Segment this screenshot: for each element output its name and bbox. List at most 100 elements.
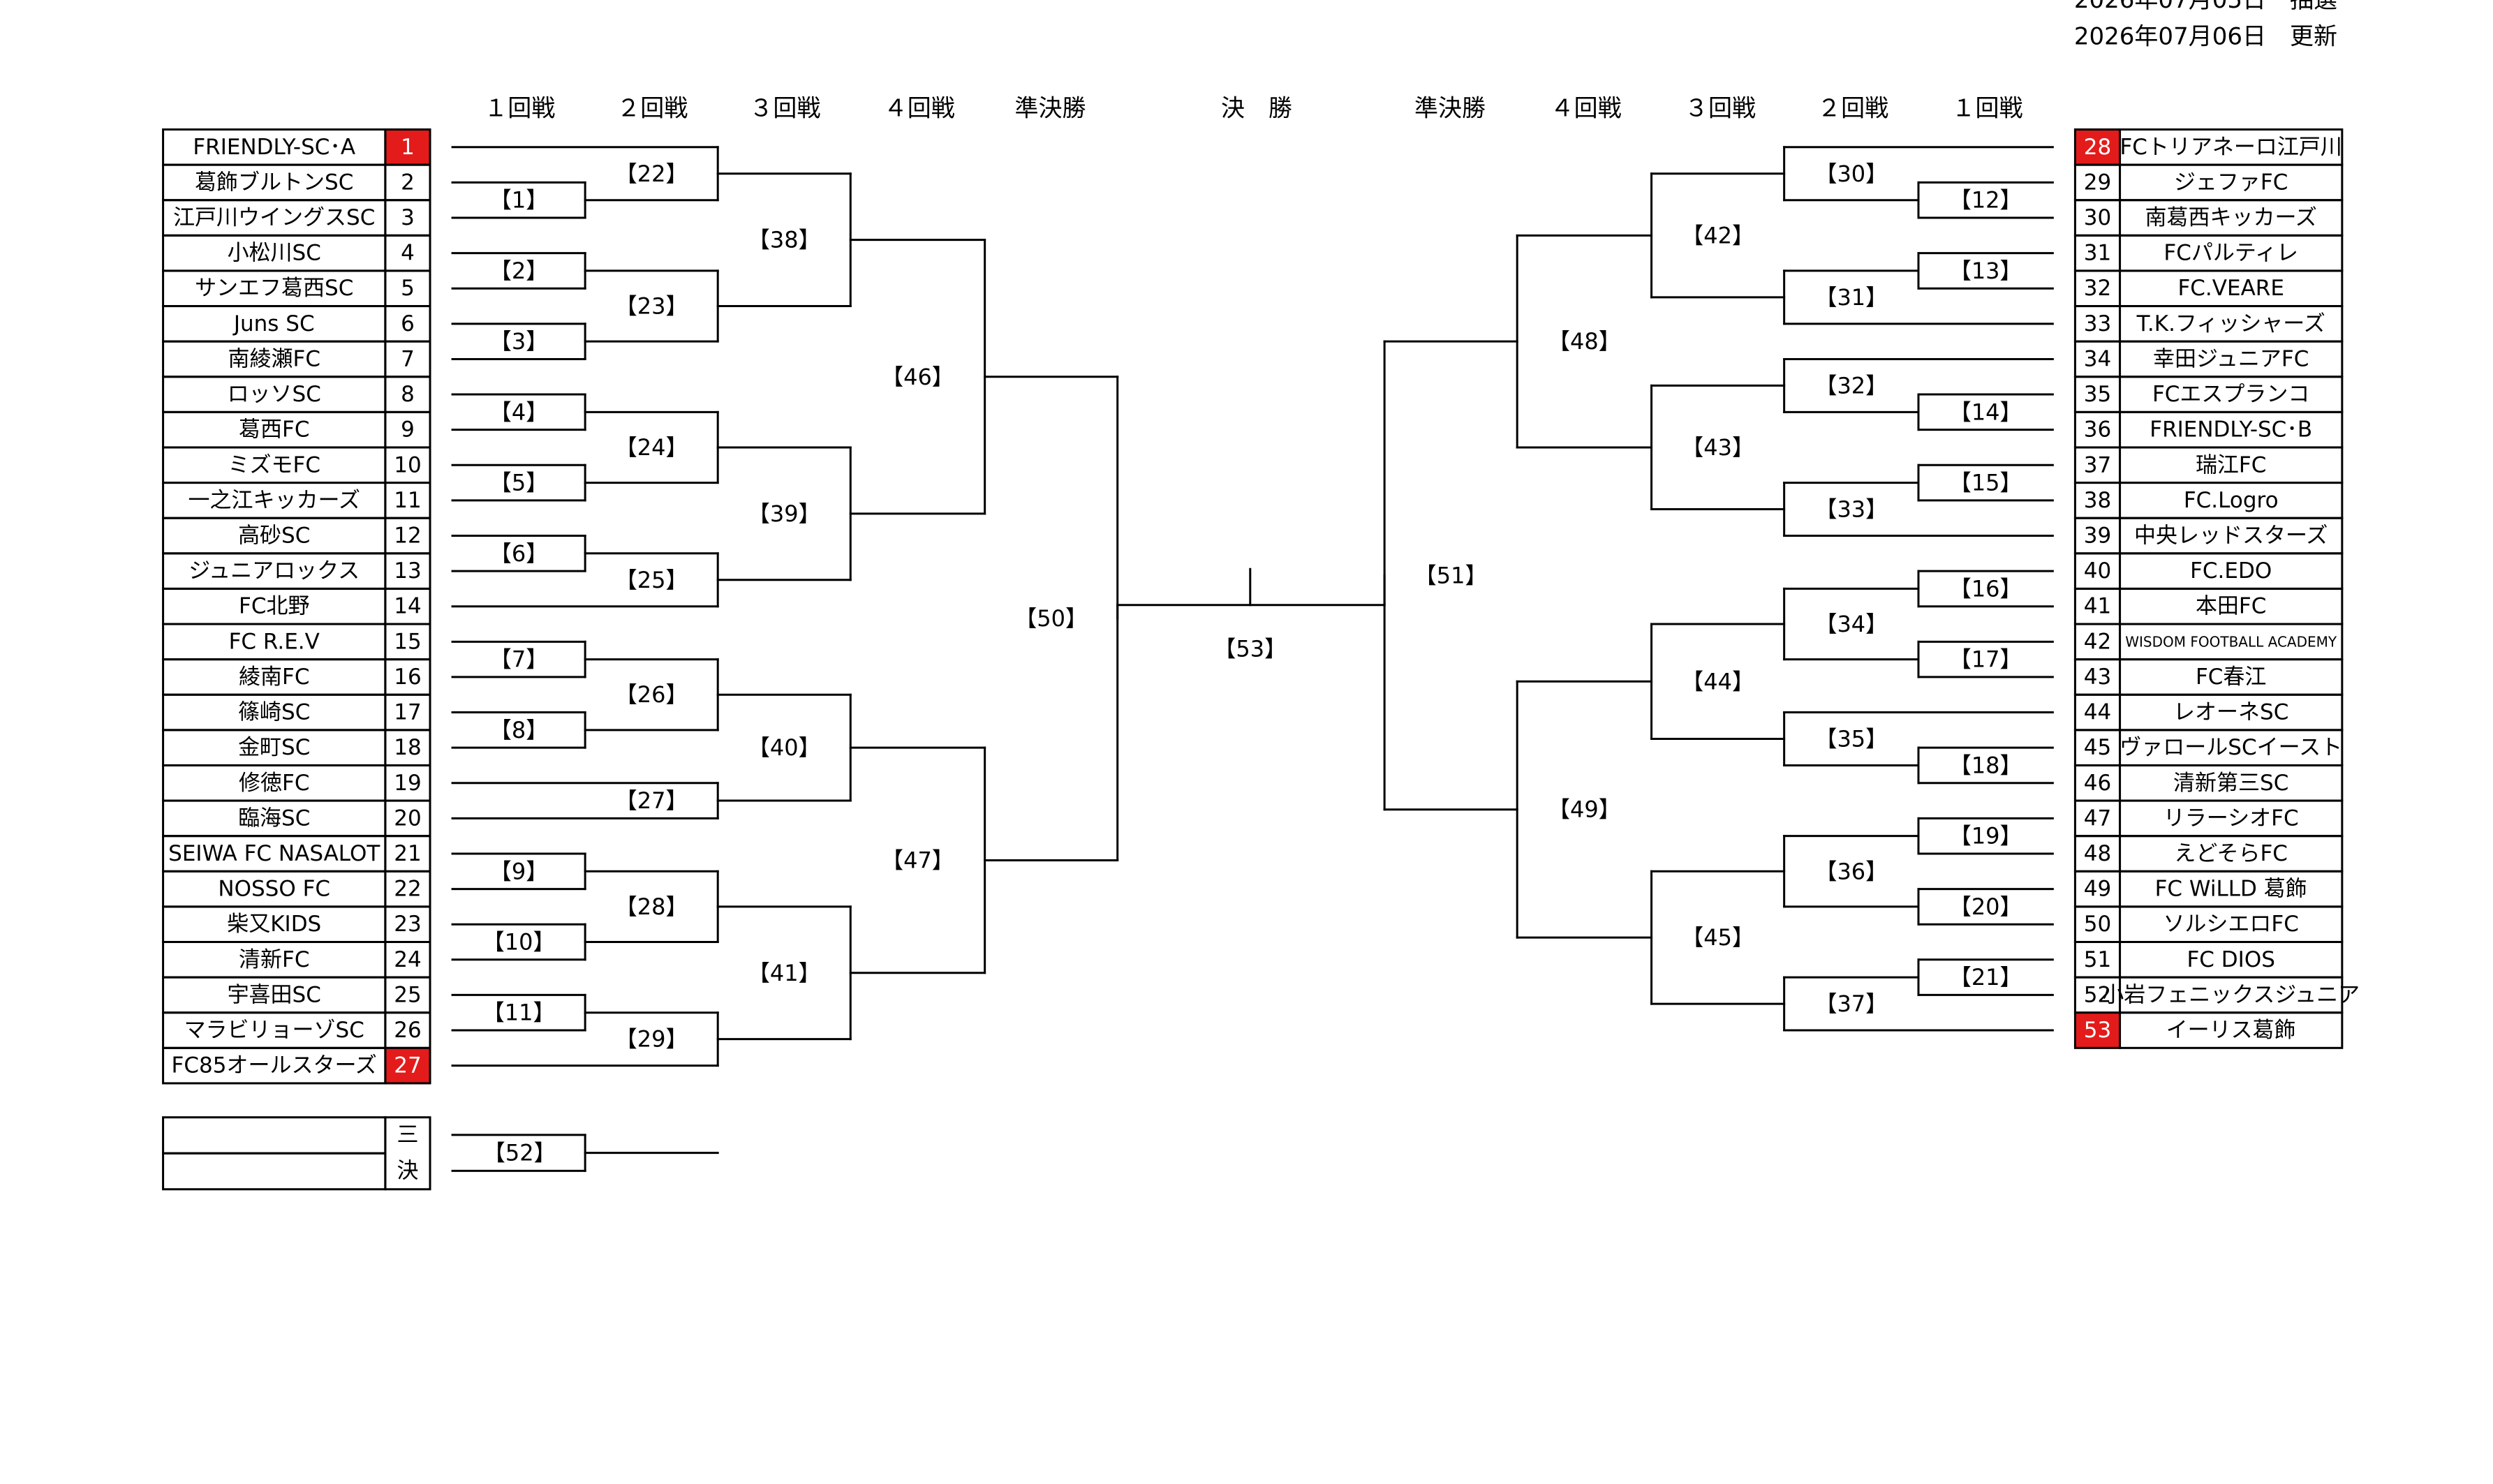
match-label-match_labels-left_r2-7: 【29】 (615, 1026, 688, 1053)
team-number-left-7: 7 (401, 346, 415, 371)
team-name-left-24: 清新FC (239, 947, 309, 972)
match-label-match_labels-right_r3-1: 【43】 (1681, 434, 1754, 461)
seed-highlight-right-1 (2075, 129, 2120, 165)
team-name-right-2: ジェファFC (2174, 170, 2288, 195)
team-number-left-14: 14 (394, 594, 421, 619)
match-label-match_labels-left_r2-6: 【28】 (615, 893, 688, 920)
round-header-right-5: １回戦 (1951, 95, 2022, 123)
team-name-left-12: 高砂SC (238, 523, 310, 548)
seed-highlight-left-27 (385, 1048, 431, 1083)
match-label-match_labels-left_r2-1: 【23】 (615, 293, 688, 320)
team-name-left-4: 小松川SC (228, 241, 321, 266)
team-name-right-6: T.K.フィッシャーズ (2136, 311, 2325, 336)
third-place-label-top: 三 (397, 1122, 418, 1148)
team-name-left-5: サンエフ葛西SC (195, 276, 353, 301)
team-name-left-16: 綾南FC (239, 665, 309, 690)
round-header-left-3: ３回戦 (749, 95, 820, 123)
match-label-match_labels-right_r1-8: 【20】 (1949, 893, 2022, 920)
third-place-cell-2 (162, 1152, 387, 1191)
match-label-match_labels-left_r1-8: 【9】 (489, 858, 548, 884)
round-header-right-3: ３回戦 (1685, 95, 1756, 123)
round-header-right-4: ２回戦 (1817, 95, 1888, 123)
team-name-right-24: FC DIOS (2187, 947, 2274, 972)
team-number-left-5: 5 (401, 276, 415, 301)
team-name-right-13: FC.EDO (2190, 558, 2272, 584)
team-number-left-1: 1 (401, 135, 415, 160)
team-number-right-17: 44 (2084, 700, 2111, 725)
match-label-match_labels-left_r2-2: 【24】 (615, 434, 688, 461)
team-name-right-12: 中央レッドスターズ (2134, 523, 2328, 548)
round-header-left-4: ４回戦 (884, 95, 955, 123)
match-label-match_labels-left_r3-0: 【38】 (748, 227, 821, 253)
team-number-right-8: 35 (2084, 382, 2111, 407)
team-number-right-3: 30 (2084, 205, 2111, 230)
team-number-right-23: 50 (2084, 912, 2111, 937)
round-header-left-5: 準決勝 (1015, 95, 1086, 123)
match-label-match_labels-right_r1-4: 【16】 (1949, 575, 2022, 602)
team-number-right-11: 38 (2084, 488, 2111, 513)
team-name-right-1: FCトリアネーロ江戸川 (2120, 135, 2342, 160)
match-label-match_labels-right_r1-3: 【15】 (1949, 470, 2022, 496)
draw-date-text: 2026年07月05日 抽選 (2074, 0, 2337, 14)
team-name-left-2: 葛飾ブルトンSC (195, 170, 353, 195)
team-name-right-20: リラーシオFC (2163, 806, 2299, 831)
team-name-left-22: NOSSO FC (218, 877, 330, 902)
team-number-left-25: 25 (394, 982, 421, 1007)
team-name-left-3: 江戸川ウイングスSC (173, 205, 375, 230)
team-name-left-7: 南綾瀬FC (228, 346, 320, 371)
team-number-right-26: 53 (2084, 1018, 2111, 1043)
team-name-right-3: 南葛西キッカーズ (2145, 205, 2316, 230)
match-label-match_labels-left_r2-4: 【26】 (615, 681, 688, 708)
team-number-left-11: 11 (394, 488, 421, 513)
team-number-left-13: 13 (394, 558, 421, 584)
team-name-right-7: 幸田ジュニアFC (2153, 346, 2309, 371)
team-name-left-10: ミズモFC (228, 452, 320, 477)
team-name-left-17: 篠崎SC (238, 700, 310, 725)
team-no-cell-left-27 (384, 1046, 431, 1085)
match-label-match_labels-left_r1-9: 【10】 (482, 928, 556, 955)
team-name-left-18: 金町SC (238, 735, 310, 760)
team-number-left-3: 3 (401, 205, 415, 230)
match-label-match_labels-left_r1-10: 【11】 (482, 1000, 556, 1026)
match-label-match_labels-left_r1-7: 【8】 (489, 717, 548, 743)
match-label-match_labels-right_r1-0: 【12】 (1949, 187, 2022, 214)
team-number-left-18: 18 (394, 735, 421, 760)
team-number-right-24: 51 (2084, 947, 2111, 972)
team-number-left-20: 20 (394, 806, 421, 831)
match-label-match_labels-right_r2-7: 【37】 (1814, 990, 1888, 1017)
team-number-right-10: 37 (2084, 452, 2111, 477)
team-number-left-23: 23 (394, 912, 421, 937)
team-number-right-21: 48 (2084, 841, 2111, 866)
team-name-left-20: 臨海SC (238, 806, 310, 831)
team-name-left-13: ジュニアロックス (188, 558, 360, 584)
match-label-third-place: 【52】 (483, 1140, 556, 1166)
match-label-match_labels-left_r2-5: 【27】 (615, 787, 688, 814)
team-number-left-6: 6 (401, 311, 415, 336)
team-number-left-15: 15 (394, 629, 421, 654)
team-number-right-1: 28 (2084, 135, 2111, 160)
team-name-right-25: 小岩フェニックスジュニア (2102, 982, 2360, 1007)
team-name-left-25: 宇喜田SC (228, 982, 321, 1007)
team-number-right-4: 31 (2084, 241, 2111, 266)
team-number-left-27: 27 (394, 1053, 421, 1078)
match-label-match_labels-right_r2-4: 【34】 (1814, 611, 1888, 637)
match-label-match_labels-left_r1-0: 【1】 (489, 187, 548, 214)
team-name-right-9: FRIENDLY-SC･B (2150, 417, 2312, 443)
update-date-text: 2026年07月06日 更新 (2074, 23, 2337, 51)
team-name-right-21: えどそらFC (2174, 841, 2288, 866)
team-name-right-18: ヴァロールSCイースト (2120, 735, 2342, 760)
match-label-match_labels-left_r1-1: 【2】 (489, 258, 548, 284)
match-label-match_labels-left_r3-1: 【39】 (748, 500, 821, 527)
match-label-match_labels-right_r2-1: 【31】 (1814, 284, 1888, 311)
team-number-right-12: 39 (2084, 523, 2111, 548)
team-name-left-21: SEIWA FC NASALOT (168, 841, 380, 866)
team-name-right-17: レオーネSC (2173, 700, 2288, 725)
match-label-match_labels-right_r1-5: 【17】 (1949, 646, 2022, 673)
match-label-match_labels-right_r3-3: 【45】 (1681, 924, 1754, 951)
match-label-match_labels-left_r3-2: 【40】 (748, 734, 821, 761)
team-name-left-23: 柴又KIDS (227, 912, 321, 937)
third-place-label-bottom: 決 (397, 1158, 418, 1183)
team-number-right-6: 33 (2084, 311, 2111, 336)
